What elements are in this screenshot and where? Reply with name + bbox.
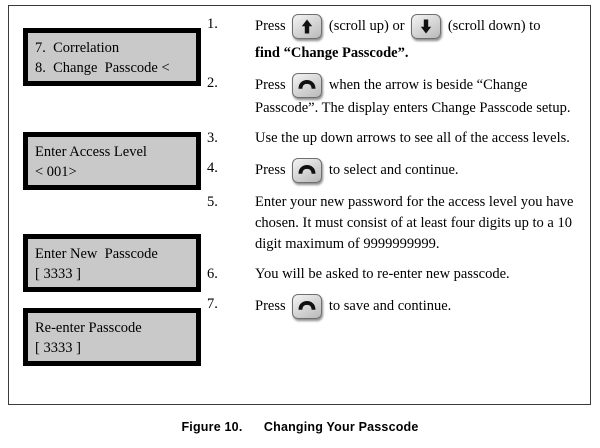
- step-7-number: 7.: [207, 296, 218, 312]
- reenter-passcode-display: Re-enter Passcode [ 3333 ]: [23, 308, 201, 366]
- instruction-steps-list: 1. Press (scroll up) or (scroll down) to…: [207, 14, 587, 328]
- reenter-passcode-display-line-2: [ 3333 ]: [35, 340, 81, 356]
- step-1-text-2: (scroll up) or: [328, 17, 405, 34]
- step-2-text-2: when the arrow is beside “Change Passcod…: [255, 76, 571, 116]
- step-3: 3. Use the up down arrows to see all of …: [207, 128, 587, 149]
- step-2-text-1: Press: [255, 76, 286, 93]
- step-5-number: 5.: [207, 194, 218, 210]
- step-2-body: Press when the arrow is beside “Change P…: [255, 73, 587, 119]
- step-4-body: Press to select and continue.: [255, 158, 587, 183]
- arrow-down-key-icon[interactable]: [411, 14, 442, 39]
- menu-display: 7. Correlation 8. Change Passcode <: [23, 28, 201, 86]
- new-passcode-display-line-2: [ 3333 ]: [35, 266, 81, 282]
- step-2: 2. Press when the arrow is beside “Chang…: [207, 73, 587, 119]
- lcd-display-column: 7. Correlation 8. Change Passcode < Ente…: [9, 6, 209, 404]
- step-1-emphasis: find “Change Passcode”.: [255, 45, 409, 61]
- enter-key-icon[interactable]: [292, 294, 323, 319]
- step-3-number: 3.: [207, 130, 218, 146]
- step-7: 7. Press to save and continue.: [207, 294, 587, 319]
- step-1-text-1: Press: [255, 17, 286, 34]
- figure-caption-label: Figure 10.: [181, 420, 243, 434]
- new-passcode-display: Enter New Passcode [ 3333 ]: [23, 234, 201, 292]
- step-4-text-2: to select and continue.: [328, 161, 459, 178]
- step-1-text-3: (scroll down) to: [447, 17, 541, 34]
- enter-key-icon[interactable]: [292, 73, 323, 98]
- step-3-body: Use the up down arrows to see all of the…: [255, 130, 570, 146]
- step-7-body: Press to save and continue.: [255, 294, 587, 319]
- access-level-display-line-1: Enter Access Level: [35, 144, 147, 160]
- step-5-body: Enter your new password for the access l…: [255, 194, 574, 252]
- arrow-up-key-icon[interactable]: [292, 14, 323, 39]
- step-2-number: 2.: [207, 75, 218, 91]
- step-5: 5. Enter your new password for the acces…: [207, 192, 587, 255]
- step-4: 4. Press to select and continue.: [207, 158, 587, 183]
- reenter-passcode-display-line-1: Re-enter Passcode: [35, 320, 142, 336]
- step-1-number: 1.: [207, 16, 218, 32]
- step-7-text-1: Press: [255, 297, 286, 314]
- access-level-display: Enter Access Level < 001>: [23, 132, 201, 190]
- menu-display-line-1: 7. Correlation: [35, 40, 120, 56]
- menu-display-line-2: 8. Change Passcode <: [35, 60, 170, 76]
- step-7-text-2: to save and continue.: [328, 297, 452, 314]
- step-6: 6. You will be asked to re-enter new pas…: [207, 264, 587, 285]
- step-1: 1. Press (scroll up) or (scroll down) to…: [207, 14, 587, 64]
- new-passcode-display-line-1: Enter New Passcode: [35, 246, 158, 262]
- step-4-number: 4.: [207, 160, 218, 176]
- step-6-number: 6.: [207, 266, 218, 282]
- enter-key-icon[interactable]: [292, 158, 323, 183]
- figure-frame: 7. Correlation 8. Change Passcode < Ente…: [8, 5, 591, 405]
- access-level-display-line-2: < 001>: [35, 164, 77, 180]
- step-1-body: Press (scroll up) or (scroll down) to fi…: [255, 14, 587, 64]
- step-4-text-1: Press: [255, 161, 286, 178]
- step-6-body: You will be asked to re-enter new passco…: [255, 266, 510, 282]
- figure-caption-title: Changing Your Passcode: [263, 420, 419, 434]
- figure-caption: Figure 10. Changing Your Passcode: [0, 420, 600, 434]
